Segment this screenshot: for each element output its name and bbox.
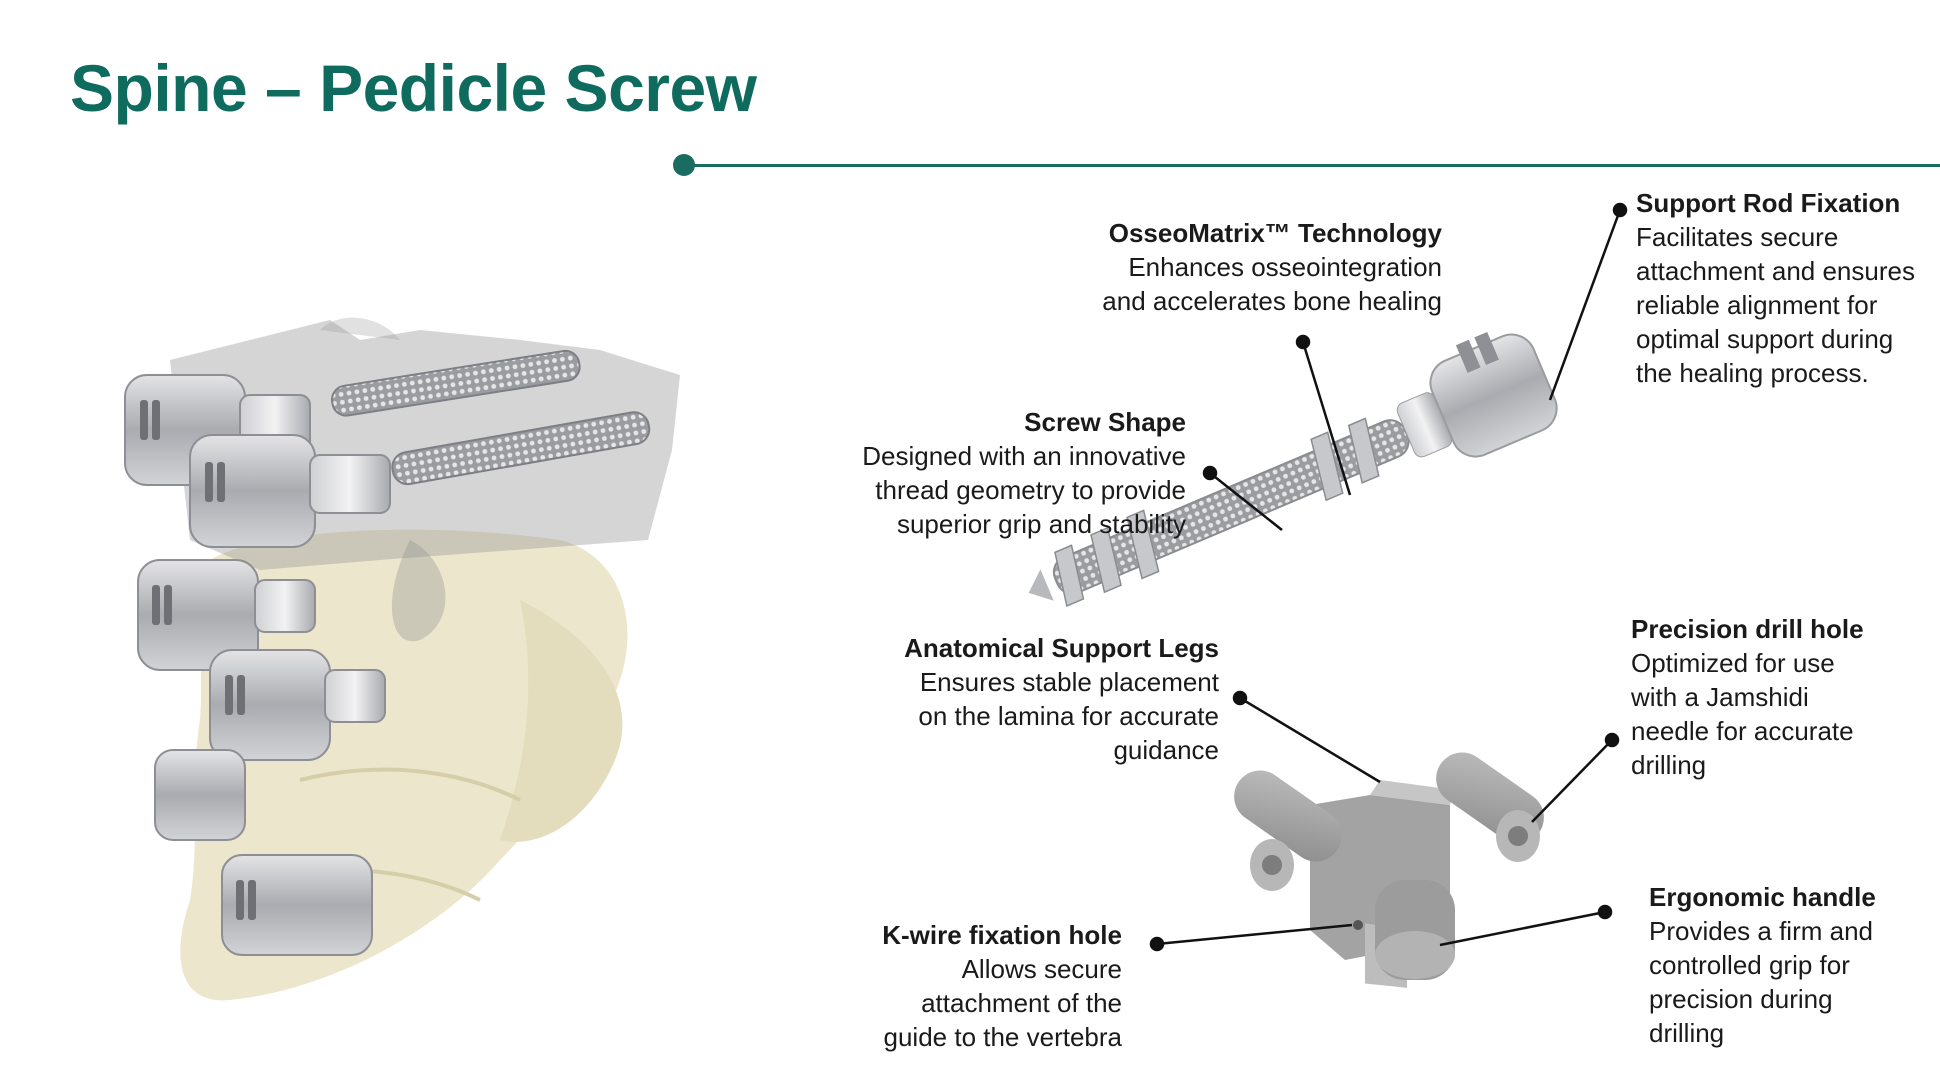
callout-osseomatrix-line: Enhances osseointegration (1128, 252, 1442, 282)
callout-support-rod-line: Facilitates secure (1636, 222, 1839, 252)
callout-support-rod-line: reliable alignment for (1636, 290, 1878, 320)
callout-drill-hole-line: needle for accurate (1631, 716, 1854, 746)
drill-guide-image (1234, 752, 1544, 988)
callout-screw-shape-line: superior grip and stability (896, 509, 1186, 539)
osseomatrix-leader (1301, 341, 1352, 496)
callout-support-legs-title: Anatomical Support Legs (904, 633, 1219, 663)
callout-support-rod-line: the healing process. (1636, 358, 1869, 388)
callout-kwire-line: guide to the vertebra (883, 1022, 1123, 1052)
callout-kwire-line: attachment of the (921, 988, 1122, 1018)
osseomatrix-leader-dot (1295, 334, 1311, 350)
callout-kwire-title: K-wire fixation hole (882, 920, 1122, 950)
callout-support-legs: Anatomical Support Legs Ensures stable p… (904, 631, 1219, 767)
callout-osseomatrix: OsseoMatrix™ Technology Enhances osseoin… (1102, 216, 1442, 318)
callout-support-rod: Support Rod Fixation Facilitates secure … (1636, 186, 1915, 390)
screw-shape-leader (1209, 472, 1283, 531)
callout-support-rod-title: Support Rod Fixation (1636, 188, 1901, 218)
drill-hole-leader-dot (1604, 732, 1620, 748)
callout-support-legs-line: guidance (1113, 735, 1219, 765)
screw-shape-leader-dot (1202, 465, 1218, 481)
callout-support-rod-line: attachment and ensures (1636, 256, 1915, 286)
spine-model-image (124, 317, 680, 1001)
callout-drill-hole-line: Optimized for use (1631, 648, 1835, 678)
support-legs-leader (1239, 696, 1381, 784)
callout-osseomatrix-line: and accelerates bone healing (1102, 286, 1442, 316)
callout-kwire-line: Allows secure (961, 954, 1122, 984)
callout-drill-hole-title: Precision drill hole (1631, 614, 1864, 644)
callout-support-legs-line: on the lamina for accurate (918, 701, 1219, 731)
callout-drill-hole: Precision drill hole Optimized for use w… (1631, 612, 1864, 782)
callout-drill-hole-line: drilling (1631, 750, 1707, 780)
screw-render-image (1028, 331, 1558, 608)
callout-handle-line: controlled grip for (1649, 950, 1850, 980)
support-rod-leader (1548, 209, 1622, 401)
handle-leader-dot (1597, 904, 1613, 920)
callout-screw-shape-line: thread geometry to provide (875, 475, 1186, 505)
callout-support-legs-line: Ensures stable placement (919, 667, 1219, 697)
callout-support-rod-line: optimal support during (1636, 324, 1894, 354)
callout-kwire: K-wire fixation hole Allows secure attac… (882, 918, 1122, 1054)
callout-osseomatrix-title: OsseoMatrix™ Technology (1108, 218, 1442, 248)
callout-screw-shape-line: Designed with an innovative (862, 441, 1186, 471)
callout-handle-line: Provides a firm and (1649, 916, 1873, 946)
callout-handle-line: drilling (1649, 1018, 1725, 1048)
callout-handle-title: Ergonomic handle (1649, 882, 1876, 912)
page-title: Spine – Pedicle Screw (70, 51, 757, 125)
handle-leader (1439, 910, 1606, 947)
leader-lines (1149, 202, 1628, 952)
kwire-leader-dot (1149, 936, 1165, 952)
drill-hole-leader (1531, 739, 1613, 823)
divider-line (684, 164, 1940, 167)
callout-screw-shape: Screw Shape Designed with an innovative … (862, 405, 1186, 541)
callout-handle: Ergonomic handle Provides a firm and con… (1649, 880, 1876, 1050)
kwire-leader (1156, 923, 1353, 946)
support-rod-leader-dot (1612, 202, 1628, 218)
callout-handle-line: precision during (1649, 984, 1833, 1014)
support-legs-leader-dot (1232, 690, 1248, 706)
callout-drill-hole-line: with a Jamshidi (1631, 682, 1809, 712)
callout-screw-shape-title: Screw Shape (1024, 407, 1186, 437)
